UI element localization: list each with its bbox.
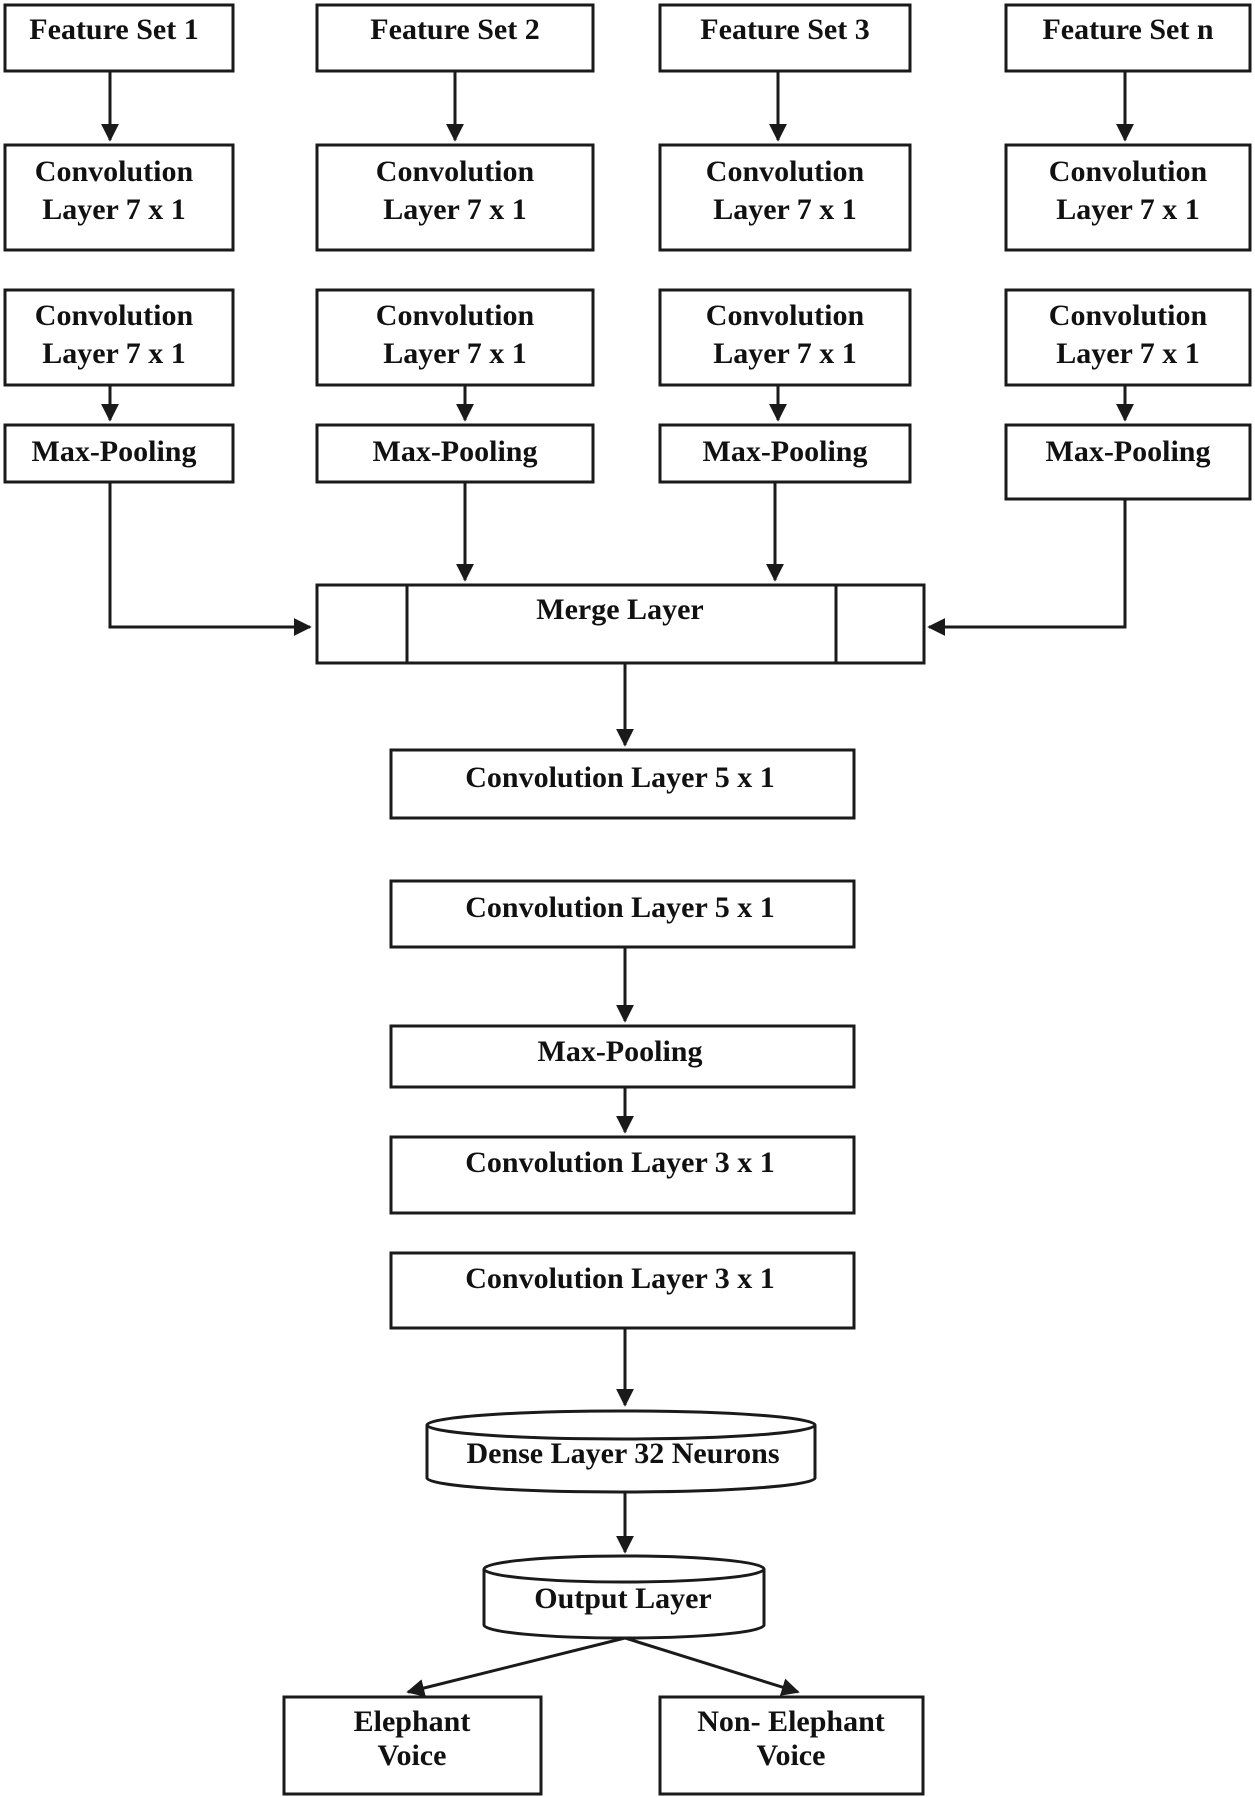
- max-pooling-box: [1004, 423, 1252, 501]
- merge-layer-label: Merge Layer: [536, 593, 703, 626]
- conv7-box: [3, 143, 235, 252]
- conv7-label-line1: Convolution: [376, 155, 535, 188]
- feature-set-n-box: [1004, 3, 1252, 73]
- conv7-label-line1: Convolution: [706, 155, 865, 188]
- max-pooling-box: [315, 423, 595, 484]
- elephant-voice-box: [282, 1695, 543, 1796]
- conv3-box: [389, 1135, 856, 1215]
- feature-set-2-box: [315, 3, 595, 73]
- elephant-voice-label-line2: Voice: [378, 1739, 447, 1772]
- output-layer-cylinder: [482, 1554, 766, 1640]
- elephant-voice-label-line1: Elephant: [354, 1705, 471, 1738]
- max-pooling-label: Max-Pooling: [538, 1035, 703, 1068]
- conv7-box: [658, 143, 912, 252]
- max-pooling-box: [658, 423, 912, 484]
- conv7-label-line2: Layer 7 x 1: [383, 337, 527, 370]
- conv7-label-line2: Layer 7 x 1: [1056, 337, 1200, 370]
- conv7-label-line1: Convolution: [35, 155, 194, 188]
- arrow: [406, 1636, 626, 1697]
- dense-layer-cylinder: [425, 1409, 817, 1494]
- dense-layer-label: Dense Layer 32 Neurons: [466, 1437, 779, 1470]
- max-pooling-label: Max-Pooling: [32, 435, 197, 468]
- feature-set-3-box: [658, 3, 912, 73]
- conv7-label-line1: Convolution: [35, 299, 194, 332]
- conv7-box: [1004, 143, 1252, 252]
- feature-set-3-label: Feature Set 3: [700, 13, 869, 46]
- trunk: Convolution Layer 5 x 1 Convolution Laye…: [389, 748, 856, 1640]
- non-elephant-voice-label-line2: Voice: [757, 1739, 826, 1772]
- feature-set-n-label: Feature Set n: [1042, 13, 1213, 46]
- output-layer-label: Output Layer: [534, 1582, 712, 1615]
- feature-set-1-box: [3, 3, 235, 73]
- conv5-box: [389, 748, 856, 820]
- conv7-box: [1004, 288, 1252, 387]
- feature-set-1-label: Feature Set 1: [29, 13, 198, 46]
- dense-cylinder-top: [425, 1409, 817, 1441]
- branch-2: Feature Set 2 Convolution Layer 7 x 1 Co…: [315, 3, 595, 582]
- conv7-label-line2: Layer 7 x 1: [1056, 193, 1200, 226]
- conv7-label-line1: Convolution: [376, 299, 535, 332]
- outputs: Elephant Voice Non- Elephant Voice: [282, 1636, 925, 1796]
- conv5-label: Convolution Layer 5 x 1: [465, 761, 774, 794]
- conv5-box: [389, 879, 856, 949]
- merge-layer-box: [315, 583, 926, 665]
- arrow: [624, 1636, 800, 1696]
- conv3-label: Convolution Layer 3 x 1: [465, 1146, 774, 1179]
- output-cylinder-top: [482, 1554, 766, 1584]
- conv5-label: Convolution Layer 5 x 1: [465, 891, 774, 924]
- conv7-label-line2: Layer 7 x 1: [713, 337, 857, 370]
- conv7-label-line2: Layer 7 x 1: [383, 193, 527, 226]
- conv7-label-line1: Convolution: [706, 299, 865, 332]
- max-pooling-label: Max-Pooling: [373, 435, 538, 468]
- conv7-label-line1: Convolution: [1049, 299, 1208, 332]
- merge-layer: Merge Layer: [315, 583, 926, 747]
- conv7-box: [658, 288, 912, 387]
- non-elephant-voice-label-line1: Non- Elephant: [697, 1705, 885, 1738]
- conv7-label-line2: Layer 7 x 1: [42, 337, 186, 370]
- conv7-label-line1: Convolution: [1049, 155, 1208, 188]
- conv7-box: [315, 288, 595, 387]
- conv3-box: [389, 1251, 856, 1330]
- branch-1: Feature Set 1 Convolution Layer 7 x 1 Co…: [3, 3, 312, 636]
- feature-set-2-label: Feature Set 2: [370, 13, 539, 46]
- branch-n: Feature Set n Convolution Layer 7 x 1 Co…: [927, 3, 1252, 636]
- max-pooling-label: Max-Pooling: [1046, 435, 1211, 468]
- conv7-label-line2: Layer 7 x 1: [42, 193, 186, 226]
- max-pooling-box: [389, 1024, 856, 1089]
- conv7-label-line2: Layer 7 x 1: [713, 193, 857, 226]
- branch-3: Feature Set 3 Convolution Layer 7 x 1 Co…: [658, 3, 912, 582]
- arrow: [108, 483, 312, 636]
- max-pooling-box: [3, 423, 235, 484]
- dense-cylinder-body: [425, 1425, 817, 1494]
- non-elephant-voice-box: [658, 1695, 925, 1796]
- arrow: [927, 500, 1127, 636]
- conv7-box: [3, 288, 235, 387]
- max-pooling-label: Max-Pooling: [703, 435, 868, 468]
- conv7-box: [315, 143, 595, 252]
- conv3-label: Convolution Layer 3 x 1: [465, 1262, 774, 1295]
